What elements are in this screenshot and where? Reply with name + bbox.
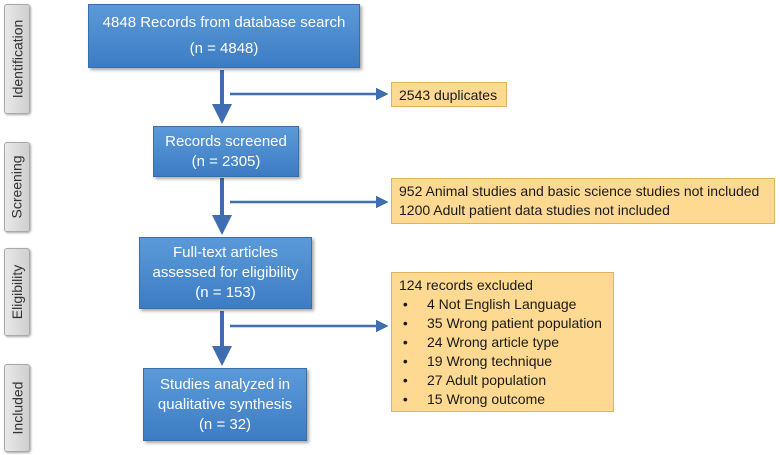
records-screened-box: Records screened (n = 2305) [153,126,299,177]
records-search-box: 4848 Records from database search (n = 4… [88,4,360,68]
screening-exclusion-animal: 952 Animal studies and basic science stu… [399,183,760,199]
duplicates-box: 2543 duplicates [391,82,507,107]
records-search-count: (n = 4848) [189,40,259,57]
studies-box: Studies analyzed in qualitative synthesi… [143,368,307,441]
fulltext-text-1: Full-text articles [172,244,279,261]
studies-text-1: Studies analyzed in [159,375,291,393]
records-search-text: 4848 Records from database search [102,14,346,31]
screening-exclusion-adult: 1200 Adult patient data studies not incl… [399,202,670,218]
exclusion-item: •19 Wrong technique [399,353,553,369]
stage-included: Included [4,364,30,452]
studies-text-2: qualitative synthesis [157,395,293,413]
fulltext-text-2: assessed for eligibility [152,264,299,281]
eligibility-exclusions-box: 124 records excluded •4 Not English Lang… [391,272,614,412]
stage-screening: Screening [4,142,30,232]
exclusion-item: •24 Wrong article type [399,334,560,350]
eligibility-exclusions-header: 124 records excluded [399,277,533,293]
records-screened-text: Records screened [165,132,287,150]
stage-identification: Identification [4,4,30,114]
exclusion-item: •15 Wrong outcome [399,391,546,407]
fulltext-box: Full-text articles assessed for eligibil… [139,237,312,309]
stage-eligibility: Eligibility [4,248,30,336]
exclusion-item: •27 Adult population [399,372,547,388]
records-screened-count: (n = 2305) [191,152,261,170]
screening-exclusions-box: 952 Animal studies and basic science stu… [391,178,775,224]
exclusion-item: •4 Not English Language [399,296,577,312]
studies-count: (n = 32) [198,415,252,433]
duplicates-text: 2543 duplicates [399,87,498,103]
exclusion-item: •35 Wrong patient population [399,315,602,331]
fulltext-count: (n = 153) [195,284,256,301]
